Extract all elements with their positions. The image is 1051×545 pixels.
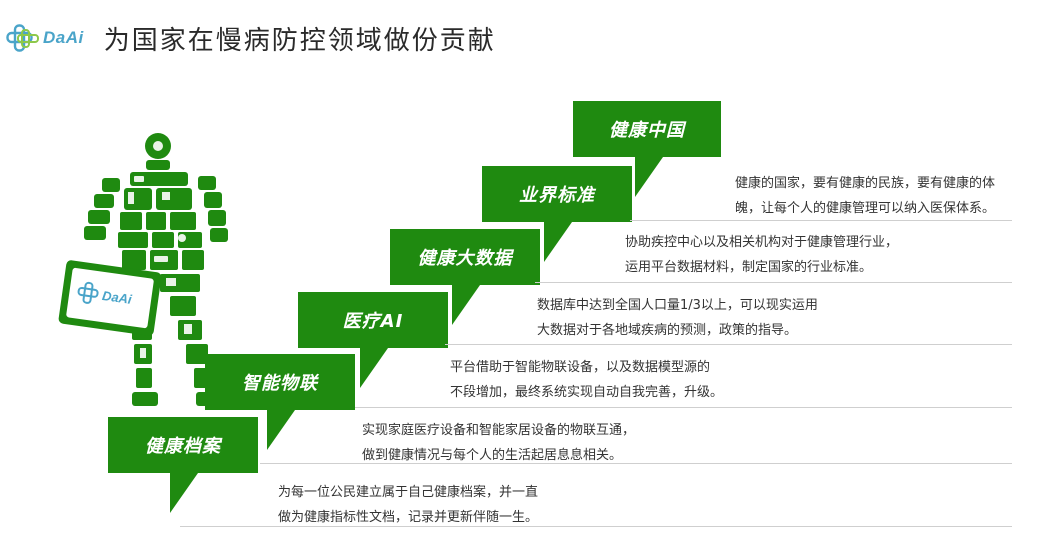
step-smart-iot: 智能物联	[205, 354, 355, 410]
page-header: DaAi 为国家在慢病防控领域做份贡献	[6, 18, 496, 58]
step-description: 协助疾控中心以及相关机构对于健康管理行业， 运用平台数据材料，制定国家的行业标准。	[625, 230, 898, 280]
step-divider	[355, 407, 1012, 408]
page-title: 为国家在慢病防控领域做份贡献	[103, 25, 496, 56]
daai-logo: DaAi	[6, 24, 84, 52]
step-healthy-china: 健康中国	[573, 101, 721, 157]
step-pointer	[635, 157, 663, 197]
step-description: 健康的国家，要有健康的民族，要有健康的体魄，让每个人的健康管理可以纳入医保体系。	[735, 171, 995, 221]
step-description: 实现家庭医疗设备和智能家居设备的物联互通， 做到健康情况与每个人的生活起居息息相关…	[362, 418, 635, 468]
description-line: 实现家庭医疗设备和智能家居设备的物联互通，	[362, 423, 636, 438]
description-line: 做为健康指标性文档，记录并更新伴随一生。	[278, 510, 539, 525]
step-pointer	[360, 348, 388, 388]
description-line: 运用平台数据材料，制定国家的行业标准。	[625, 260, 873, 275]
step-health-big-data: 健康大数据	[390, 229, 540, 285]
step-description: 数据库中达到全国人口量1/3以上，可以现实运用大数据对于各地域疾病的预测，政策的…	[537, 293, 818, 343]
step-divider	[445, 344, 1012, 345]
description-line: 做到健康情况与每个人的生活起居息息相关。	[362, 448, 623, 463]
step-medical-ai: 医疗AI	[298, 292, 448, 348]
description-line: 协助疾控中心以及相关机构对于健康管理行业，	[625, 235, 899, 250]
description-line: 为每一位公民建立属于自己健康档案，并一直	[278, 485, 539, 500]
step-pointer	[267, 410, 295, 450]
description-line: 平台借助于智能物联设备，以及数据模型源的	[450, 360, 711, 375]
step-health-records: 健康档案	[108, 417, 258, 473]
step-description: 平台借助于智能物联设备，以及数据模型源的不段增加，最终系统实现自动自我完善，升级…	[450, 355, 723, 405]
health-icons-figure: DaAi	[58, 133, 230, 406]
description-line: 不段增加，最终系统实现自动自我完善，升级。	[450, 385, 724, 400]
description-line: 数据库中达到全国人口量1/3以上，可以现实运用	[537, 298, 818, 313]
step-divider	[260, 463, 1012, 464]
step-pointer	[170, 473, 198, 513]
tablet-logo-text: DaAi	[101, 288, 133, 307]
description-line: 大数据对于各地域疾病的预测，政策的指导。	[537, 323, 798, 338]
step-industry-standard: 业界标准	[482, 166, 632, 222]
logo-text: DaAi	[43, 28, 84, 47]
description-line: 健康的国家，要有健康的民族，要有健康的体	[735, 176, 996, 191]
step-divider	[630, 220, 1012, 221]
step-pointer	[544, 222, 572, 262]
tablet-icon: DaAi	[58, 260, 162, 336]
medical-cross-logo-icon	[6, 24, 39, 52]
step-pointer	[452, 285, 480, 325]
description-line: 魄，让每个人的健康管理可以纳入医保体系。	[735, 201, 996, 216]
step-description: 为每一位公民建立属于自己健康档案，并一直做为健康指标性文档，记录并更新伴随一生。	[278, 480, 538, 530]
step-divider	[180, 526, 1012, 527]
step-divider	[535, 282, 1012, 283]
